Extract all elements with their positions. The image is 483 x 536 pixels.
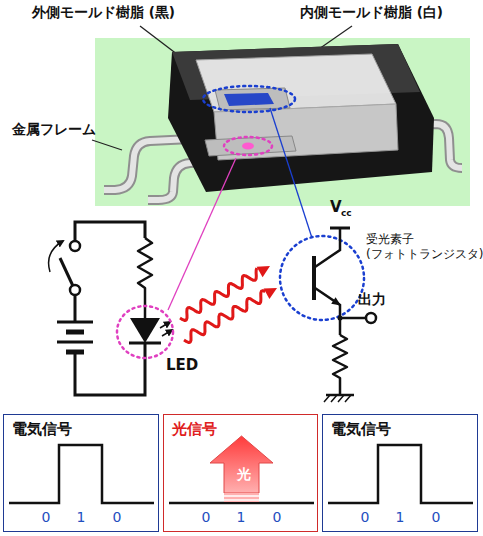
switch-lever bbox=[60, 258, 73, 286]
supply-name: V bbox=[330, 198, 342, 217]
part-name: 金属フレーム bbox=[12, 121, 96, 138]
arrow-stripe bbox=[224, 499, 259, 501]
supply-subscript: cc bbox=[341, 208, 352, 219]
arrow-text: 光 bbox=[209, 466, 278, 483]
bit-value: 0 bbox=[202, 509, 211, 526]
arrow-stripe bbox=[224, 495, 259, 497]
panel-title: 電気信号 bbox=[12, 420, 72, 438]
detector-chip bbox=[224, 93, 274, 106]
light-wave bbox=[184, 291, 265, 343]
bit-value: 0 bbox=[361, 509, 370, 526]
pointer-line bbox=[168, 158, 236, 310]
output-terminal bbox=[366, 313, 376, 323]
wire bbox=[74, 295, 77, 322]
panel-title: 電気信号 bbox=[331, 420, 391, 438]
led-chip bbox=[242, 143, 254, 150]
bit-value: 0 bbox=[113, 509, 122, 526]
bit-value: 0 bbox=[273, 509, 282, 526]
bit-value: 1 bbox=[396, 509, 405, 526]
light-waves bbox=[180, 266, 277, 343]
bit-value: 0 bbox=[42, 509, 51, 526]
led-highlight bbox=[224, 137, 272, 155]
part-name: LED bbox=[166, 356, 198, 375]
detector-highlight bbox=[203, 86, 295, 112]
resistor-symbol bbox=[333, 335, 347, 395]
junction-dot bbox=[338, 316, 343, 321]
battery-plate bbox=[57, 321, 93, 324]
led-highlight bbox=[117, 306, 173, 358]
detector-circle bbox=[280, 236, 364, 320]
transistor-base bbox=[312, 256, 316, 300]
signal-panel: 電気信号 0 1 0 bbox=[3, 414, 159, 532]
switch-contact bbox=[70, 241, 80, 251]
bit-value: 0 bbox=[432, 509, 441, 526]
signal-panel: 光信号 0 1 0 光 bbox=[163, 414, 318, 532]
chip-frame bbox=[215, 88, 290, 110]
switch-arrow bbox=[49, 241, 63, 272]
panel-title: 光信号 bbox=[172, 420, 217, 438]
led-symbol-bar bbox=[129, 342, 161, 345]
ground-hatch bbox=[324, 395, 351, 402]
part-name: 受光素子 (フォトトランジスタ) bbox=[366, 232, 478, 262]
collector-wire bbox=[315, 228, 340, 267]
part-name: 内側モールド樹脂 (白) bbox=[300, 4, 443, 21]
outer-mold bbox=[168, 44, 434, 192]
emitter-wire bbox=[315, 288, 340, 335]
emitter-arrow bbox=[331, 297, 341, 305]
signal-panel: 電気信号 0 1 0 bbox=[322, 414, 478, 532]
emission-arrow bbox=[162, 330, 172, 336]
battery-plate bbox=[66, 330, 84, 335]
green-panel bbox=[95, 38, 470, 206]
wire bbox=[75, 222, 145, 241]
bit-value: 1 bbox=[237, 509, 246, 526]
pulse-line bbox=[9, 445, 154, 503]
arrow-body bbox=[210, 436, 273, 493]
light-arrowhead bbox=[264, 288, 277, 299]
emission-arrow bbox=[160, 322, 170, 328]
arrow-base bbox=[224, 493, 259, 502]
output-wire bbox=[340, 317, 366, 320]
signal-name: 出力 bbox=[358, 291, 386, 309]
switch-pivot bbox=[70, 285, 80, 295]
inner-mold bbox=[196, 54, 396, 112]
bit-value: 1 bbox=[77, 509, 86, 526]
pulse-line bbox=[169, 502, 314, 505]
leader-line bbox=[92, 140, 122, 150]
pulse-line bbox=[328, 445, 473, 503]
light-arrowhead bbox=[257, 266, 270, 277]
led-symbol bbox=[130, 318, 160, 343]
pointer-line bbox=[270, 108, 312, 238]
part-name: 外側モールド樹脂 (黒) bbox=[32, 4, 175, 21]
battery-plate bbox=[57, 341, 93, 344]
wire bbox=[75, 343, 145, 395]
light-arrow: 光 bbox=[209, 435, 278, 503]
